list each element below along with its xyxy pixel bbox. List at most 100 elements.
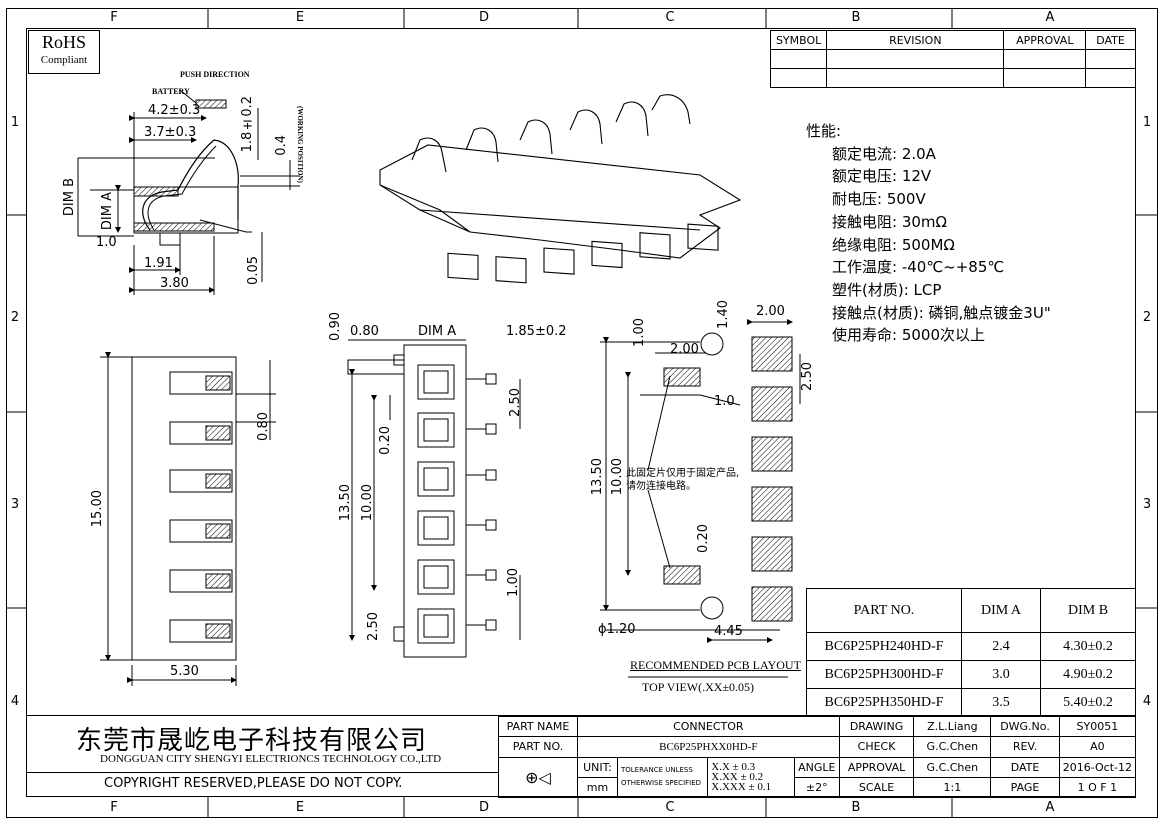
dim-pcb-1-0: 1.0 <box>714 394 735 409</box>
tolerance-label: TOLERANCE UNLESS OTHERWISE SPECIFIED <box>616 756 709 798</box>
zone-col-b-bottom: B <box>851 800 861 815</box>
zone-row-3-left: 3 <box>10 497 20 512</box>
dim-3-80: 3.80 <box>160 276 189 291</box>
rohs-badge: RoHS Compliant <box>28 30 100 74</box>
dim-0-90: 0.90 <box>328 312 343 341</box>
zone-col-c-top: C <box>665 10 675 25</box>
dim-pcb-1-40: 1.40 <box>716 300 731 329</box>
side-view <box>77 89 300 295</box>
dim-2-50-bottom: 2.50 <box>366 612 381 641</box>
top-view <box>347 339 521 658</box>
scale-value: 1:1 <box>913 776 992 799</box>
dim-1-00-top: 1.00 <box>506 568 521 597</box>
dim-a-cell: 3.0 <box>961 660 1041 689</box>
specs-block: 性能: 额定电流: 2.0A 额定电压: 12V 耐电压: 500V 接触电阻:… <box>806 120 1051 347</box>
part-table-header: DIM B <box>1040 588 1136 633</box>
dim-1-0: 1.0 <box>96 235 117 250</box>
dim-pcb-1-00: 1.00 <box>632 318 647 347</box>
spec-item: 绝缘电阻: 500MΩ <box>832 235 955 254</box>
dim-a-label: DIM A <box>100 192 115 231</box>
copyright-notice: COPYRIGHT RESERVED,PLEASE DO NOT COPY. <box>104 776 403 791</box>
push-direction-label: PUSH DIRECTION <box>180 70 250 79</box>
rev-value: A0 <box>1058 736 1137 758</box>
spec-item: 接触点(材质): 磷铜,触点镀金3U" <box>832 303 1051 322</box>
zone-col-b-top: B <box>851 10 861 25</box>
zone-col-e-bottom: E <box>295 800 305 815</box>
tolerance-line1: TOLERANCE UNLESS <box>620 766 693 775</box>
angle-label: ANGLE <box>793 756 840 778</box>
part-table: PART NO. DIM A DIM B BC6P25PH240HD-F 2.4… <box>806 588 1136 717</box>
rev-header-symbol: SYMBOL <box>769 30 828 50</box>
dim-15-00: 15.00 <box>90 490 105 528</box>
dim-0-80-front: 0.80 <box>256 412 271 441</box>
table-row: BC6P25PH240HD-F 2.4 4.30±0.2 <box>806 632 1136 661</box>
zone-col-c-bottom: C <box>665 800 675 815</box>
zone-col-a-bottom: A <box>1045 800 1055 815</box>
rohs-subtitle: Compliant <box>40 54 88 66</box>
dim-b-cell: 5.40±0.2 <box>1040 688 1136 717</box>
table-row: BC6P25PH350HD-F 3.5 5.40±0.2 <box>806 688 1136 717</box>
front-view <box>100 352 276 686</box>
tolerance-line2: OTHERWISE SPECIFIED <box>620 779 702 788</box>
zone-row-2-right: 2 <box>1142 310 1152 325</box>
dim-pcb-0-20: 0.20 <box>696 524 711 553</box>
dim-0-20-top: 0.20 <box>378 426 393 455</box>
dim-b-cell: 4.30±0.2 <box>1040 632 1136 661</box>
pcb-layout-title: RECOMMENDED PCB LAYOUT <box>630 658 801 672</box>
zone-row-2-left: 2 <box>10 310 20 325</box>
dwg-no-label: DWG.No. <box>990 715 1060 738</box>
spec-item: 耐电压: 500V <box>832 190 926 209</box>
part-name-value: CONNECTOR <box>576 715 840 738</box>
dim-3-7: 3.7±0.3 <box>144 125 197 140</box>
date-label: DATE <box>990 756 1060 778</box>
pcb-layout <box>600 319 801 678</box>
spec-item: 额定电压: 12V <box>832 167 932 186</box>
spec-item: 使用寿命: 5000次以上 <box>832 326 985 345</box>
dim-2-50-top: 2.50 <box>508 388 523 417</box>
dim-pcb-2-00: 2.00 <box>670 342 699 357</box>
zone-col-d-bottom: D <box>478 800 489 815</box>
pcb-note: 此固定片仅用于固定产品, 请勿连接电路。 <box>626 467 739 493</box>
dim-5-30: 5.30 <box>170 664 199 679</box>
zone-row-4-left: 4 <box>10 694 20 709</box>
rohs-title: RoHS <box>41 32 86 52</box>
isometric-view <box>379 94 742 284</box>
dim-13-50-top: 13.50 <box>338 484 353 522</box>
part-no-cell: BC6P25PH350HD-F <box>806 688 962 717</box>
company-name-en: DONGGUAN CITY SHENGYI ELECTRIONCS TECHNO… <box>100 753 442 765</box>
dim-pcb-4-45: 4.45 <box>714 624 743 639</box>
pcb-note-line1: 此固定片仅用于固定产品, <box>626 468 740 479</box>
page-value: 1 O F 1 <box>1058 776 1137 799</box>
approval-value: G.C.Chen <box>913 756 992 778</box>
part-table-header: DIM A <box>961 588 1041 633</box>
dim-1-85: 1.85±0.2 <box>506 324 567 339</box>
zone-row-1-right: 1 <box>1142 115 1152 130</box>
tolerance-x2: X.XX ± 0.2 <box>711 771 764 784</box>
pcb-top-view-label: TOP VIEW(.XX±0.05) <box>642 680 755 694</box>
pcb-note-line2: 请勿连接电路。 <box>626 481 696 492</box>
dim-1-91: 1.91 <box>144 256 173 271</box>
spec-item: 额定电流: 2.0A <box>832 144 936 163</box>
dim-pcb-diameter: ϕ1.20 <box>598 622 636 637</box>
zone-row-1-left: 1 <box>10 115 20 130</box>
projection-symbol-icon: ⊕◁ <box>498 756 578 798</box>
dim-0-4: 0.4 <box>274 135 289 156</box>
spec-item: 接触电阻: 30mΩ <box>832 212 947 231</box>
drawing-value: Z.L.Liang <box>913 715 992 738</box>
part-no-label: PART NO. <box>498 736 578 758</box>
working-position-label: (WORKING POSITION) <box>296 106 304 183</box>
drawing-label: DRAWING <box>838 715 915 738</box>
check-value: G.C.Chen <box>913 736 992 758</box>
rev-header-revision: REVISION <box>826 30 1005 50</box>
part-name-label: PART NAME <box>498 715 578 738</box>
approval-label: APPROVAL <box>838 756 915 778</box>
dim-pcb-13-50: 13.50 <box>590 458 605 496</box>
dim-b-label: DIM B <box>62 178 77 217</box>
drawing-outer-border <box>6 8 1158 818</box>
angle-value: ±2° <box>793 776 840 799</box>
spec-item: 塑件(材质): LCP <box>832 280 942 299</box>
battery-label: BATTERY <box>152 87 190 96</box>
zone-col-f-bottom: F <box>110 800 118 815</box>
